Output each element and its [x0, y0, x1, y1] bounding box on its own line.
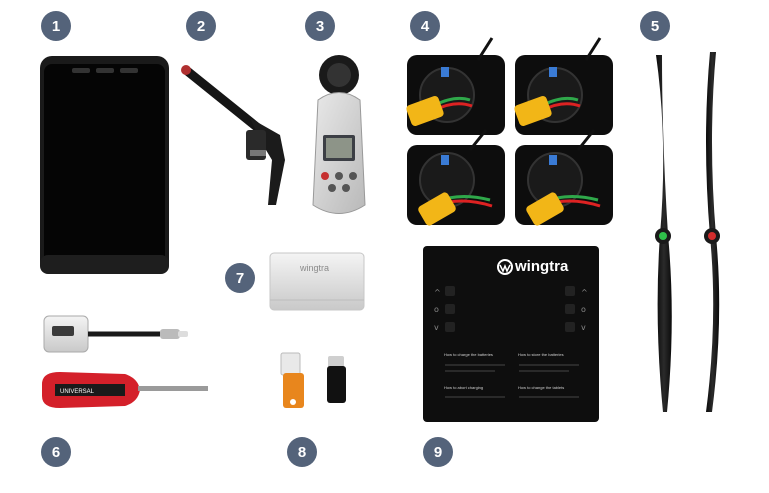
card-case-icon: [269, 252, 365, 311]
usb-adapter-icon: [43, 315, 188, 353]
usb-stick-icon: [280, 352, 304, 408]
svg-text:^: ^: [434, 288, 441, 297]
badge-6: 6: [41, 437, 71, 467]
battery-group: [406, 37, 613, 226]
svg-text:v: v: [434, 323, 439, 332]
board-heading-store: How to store the batteries: [518, 352, 564, 357]
case-logo: wingtra: [299, 263, 329, 273]
usb-stick-icon: [327, 356, 346, 403]
board-logo: wingtra: [515, 258, 569, 275]
propeller-icon: [704, 52, 720, 412]
antenna-icon: [181, 65, 285, 205]
badge-5: 5: [640, 11, 670, 41]
battery-icon: [406, 37, 505, 135]
badge-2: 2: [186, 11, 216, 41]
tablet-icon: [40, 56, 169, 274]
svg-text:o: o: [581, 305, 586, 314]
anemometer-icon: [312, 55, 366, 214]
board-heading-abort: How to abort charging: [444, 385, 484, 390]
battery-icon: [407, 129, 505, 226]
battery-icon: [515, 129, 613, 226]
badge-4: 4: [410, 11, 440, 41]
board-heading-charge: How to charge the batteries: [444, 352, 493, 357]
badge-7: 7: [225, 263, 255, 293]
badge-3: 3: [305, 11, 335, 41]
svg-text:^: ^: [581, 288, 588, 297]
badge-9: 9: [423, 437, 453, 467]
screwdriver-brand: UNIVERSAL: [60, 389, 95, 395]
badge-1: 1: [41, 11, 71, 41]
charging-board-icon: ^ o v ^ o v: [423, 246, 599, 422]
badge-8: 8: [287, 437, 317, 467]
board-heading-tablets: How to change the tablets: [518, 385, 565, 390]
screwdriver-icon: [42, 372, 208, 408]
svg-text:v: v: [581, 323, 586, 332]
battery-icon: [514, 37, 613, 135]
svg-text:o: o: [434, 305, 439, 314]
propeller-icon: [655, 55, 672, 412]
